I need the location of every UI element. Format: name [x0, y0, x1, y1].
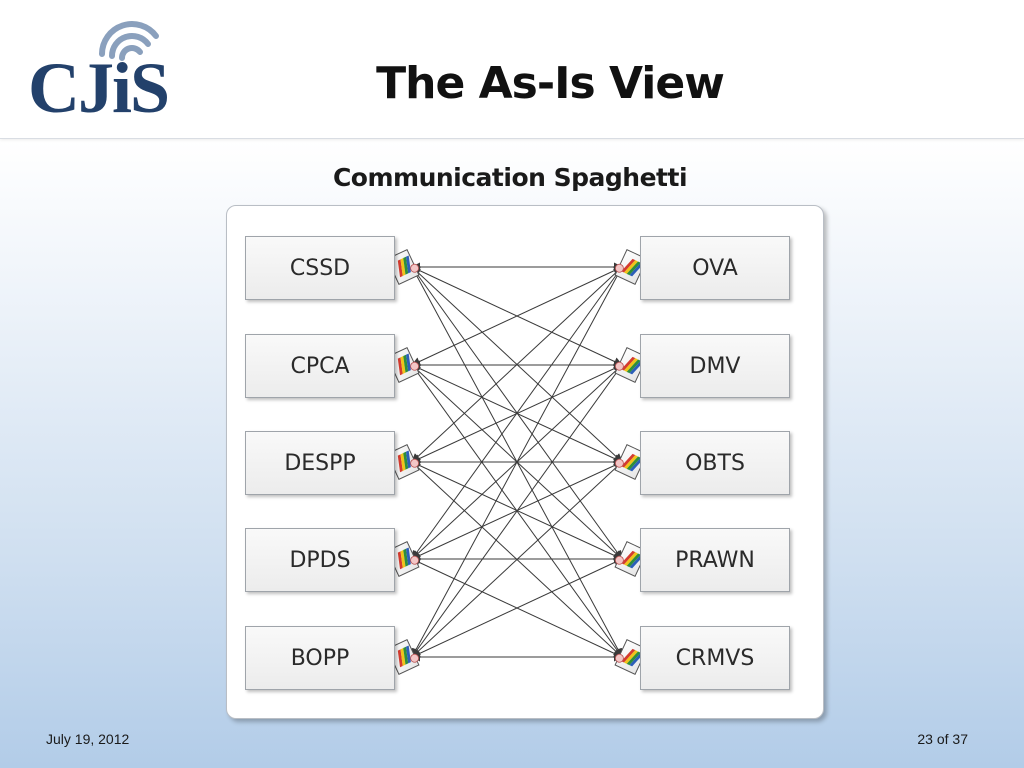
node-left-3: DPDS	[245, 528, 395, 592]
footer-date: July 19, 2012	[46, 731, 130, 747]
document-chart-icon	[386, 443, 420, 481]
document-chart-icon	[614, 248, 648, 286]
document-chart-icon	[386, 540, 420, 578]
node-right-1: DMV	[640, 334, 790, 398]
page-number: 23 of 37	[917, 731, 968, 747]
document-chart-icon	[386, 346, 420, 384]
node-right-4: CRMVS	[640, 626, 790, 690]
node-right-2: OBTS	[640, 431, 790, 495]
node-right-3: PRAWN	[640, 528, 790, 592]
logo-text: CJiS	[28, 48, 170, 128]
node-left-0: CSSD	[245, 236, 395, 300]
diagram-frame: CSSD CPCA DESPP DPDS BOPP OVA DMV OBTS P…	[226, 205, 824, 719]
document-chart-icon	[614, 346, 648, 384]
wifi-waves-icon	[99, 21, 159, 61]
slide-header: CJiS The As-Is View	[0, 0, 1024, 139]
node-left-2: DESPP	[245, 431, 395, 495]
document-chart-icon	[614, 638, 648, 676]
document-chart-icon	[386, 248, 420, 286]
node-right-0: OVA	[640, 236, 790, 300]
node-left-1: CPCA	[245, 334, 395, 398]
page-title: The As-Is View	[376, 58, 725, 109]
node-left-4: BOPP	[245, 626, 395, 690]
document-chart-icon	[386, 638, 420, 676]
document-chart-icon	[614, 443, 648, 481]
cjis-logo: CJiS	[28, 14, 178, 126]
document-chart-icon	[614, 540, 648, 578]
diagram-subtitle: Communication Spaghetti	[332, 163, 688, 192]
connection-lines	[386, 248, 648, 676]
connection-line	[411, 558, 623, 658]
